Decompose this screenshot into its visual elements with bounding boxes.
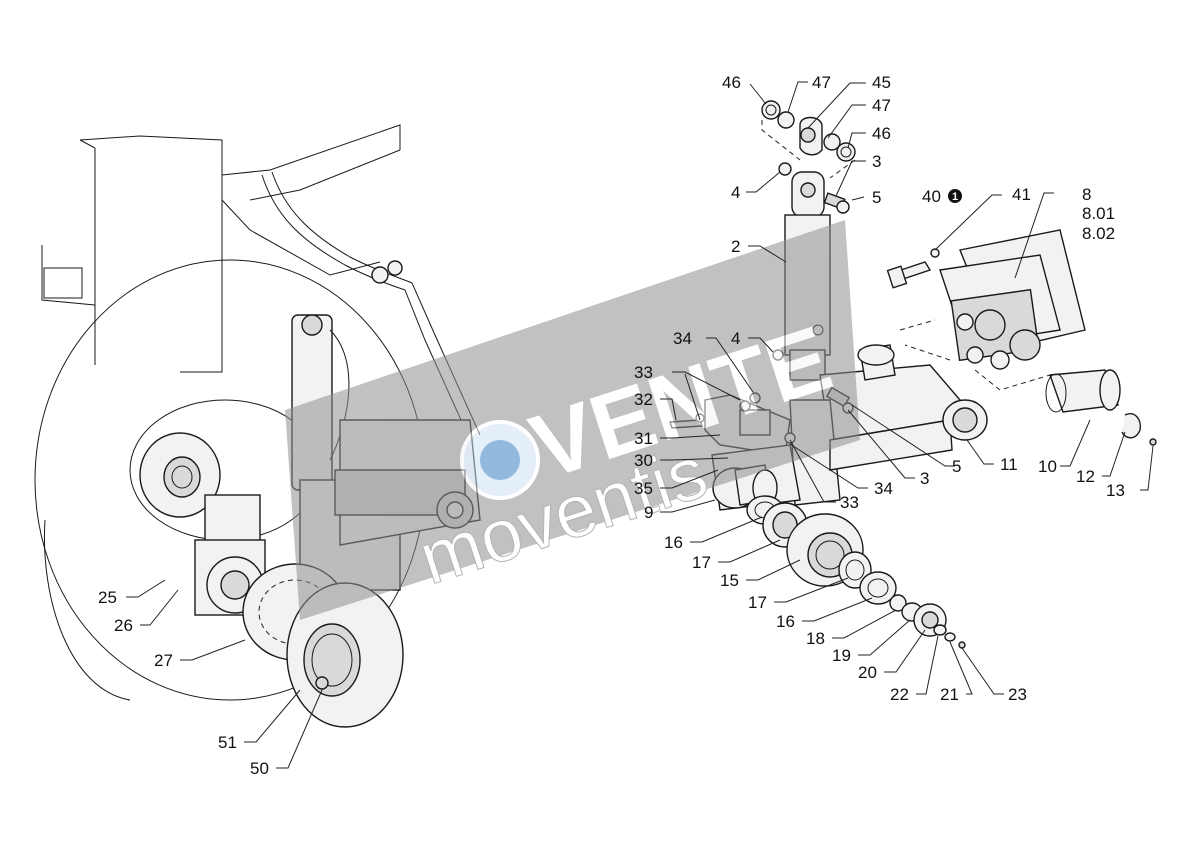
callout-26: 26: [114, 616, 133, 635]
callout-45: 45: [872, 73, 891, 92]
top-bushings: [761, 100, 856, 179]
callout-41: 41: [1012, 185, 1031, 204]
callout-4: 4: [731, 329, 740, 348]
callout-3: 3: [920, 469, 929, 488]
callout-8-01: 8.01: [1082, 204, 1115, 223]
hub-bearings: [746, 495, 966, 649]
callout-16: 16: [664, 533, 683, 552]
callout-labels: 46 47 45 47 46 3 4 5 40 1 41 8 8.01 8.02…: [98, 73, 1125, 778]
callout-34: 34: [874, 479, 893, 498]
brake-disc: [242, 563, 404, 728]
callout-17: 17: [692, 553, 711, 572]
callout-5: 5: [952, 457, 961, 476]
callout-23: 23: [1008, 685, 1027, 704]
callout-25: 25: [98, 588, 117, 607]
callout-31: 31: [634, 429, 653, 448]
callout-19: 19: [832, 646, 851, 665]
callout-33: 33: [634, 363, 653, 382]
callout-12: 12: [1076, 467, 1095, 486]
watermark: VENTE moventis: [285, 220, 860, 620]
mount-plate-8: [899, 229, 1086, 391]
callout-8: 8: [1082, 185, 1091, 204]
callout-33: 33: [840, 493, 859, 512]
callout-22: 22: [890, 685, 909, 704]
callout-11: 11: [1000, 455, 1018, 474]
callout-51: 51: [218, 733, 237, 752]
callout-47: 47: [812, 73, 831, 92]
callout-32: 32: [634, 390, 653, 409]
callout-17: 17: [748, 593, 767, 612]
callout-4: 4: [731, 183, 740, 202]
note-marker-icon: 1: [948, 189, 962, 203]
bolt-40: [886, 248, 940, 289]
wheel: [34, 259, 426, 701]
callout-15: 15: [720, 571, 739, 590]
callout-18: 18: [806, 629, 825, 648]
note-marker-text: 1: [952, 191, 958, 203]
callout-27: 27: [154, 651, 173, 670]
callout-35: 35: [634, 479, 653, 498]
machine-body: [41, 124, 481, 441]
leader-lines: [126, 81, 1154, 769]
callout-2: 2: [731, 237, 740, 256]
callout-10: 10: [1038, 457, 1057, 476]
callout-20: 20: [858, 663, 877, 682]
callout-5: 5: [872, 188, 881, 207]
callout-3: 3: [872, 152, 881, 171]
callout-40: 40: [922, 187, 941, 206]
callout-30: 30: [634, 451, 653, 470]
pin-10: [1045, 369, 1157, 446]
callout-21: 21: [940, 685, 959, 704]
callout-46: 46: [872, 124, 891, 143]
callout-50: 50: [250, 759, 269, 778]
callout-34: 34: [673, 329, 692, 348]
callout-8-02: 8.02: [1082, 224, 1115, 243]
callout-9: 9: [644, 503, 653, 522]
callout-16: 16: [776, 612, 795, 631]
callout-13: 13: [1106, 481, 1125, 500]
callout-46: 46: [722, 73, 741, 92]
callout-47: 47: [872, 96, 891, 115]
